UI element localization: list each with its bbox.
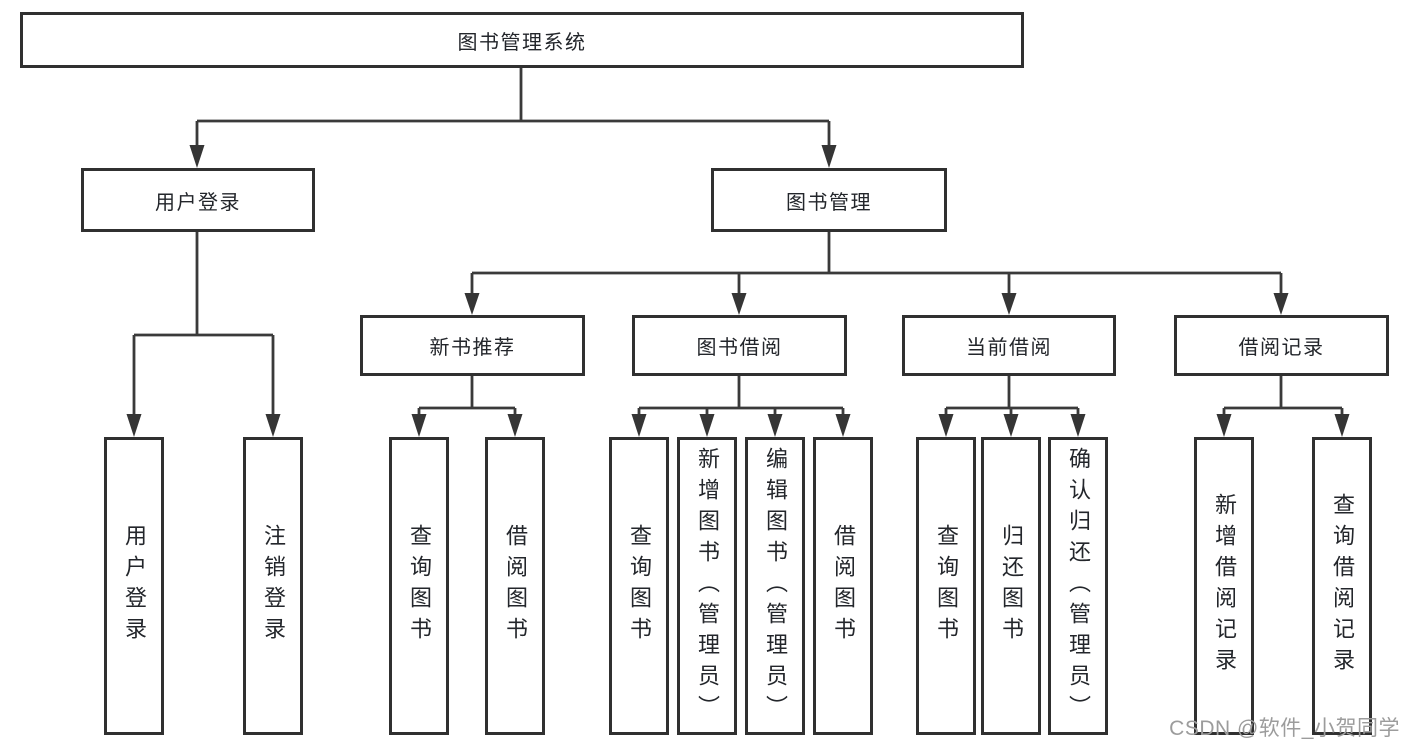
leaf-query-books-3: 查询图书 (916, 437, 976, 735)
leaf-query-books-3-label: 查询图书 (934, 524, 959, 648)
leaf-borrow-books-2-label: 借阅图书 (831, 524, 856, 648)
node-user-login-label: 用户登录 (155, 191, 241, 214)
node-root: 图书管理系统 (20, 12, 1024, 68)
leaf-confirm-return-admin: 确认归还（管理员） (1048, 437, 1108, 735)
node-borrow-record-label: 借阅记录 (1238, 337, 1325, 359)
node-borrow-record: 借阅记录 (1174, 315, 1389, 376)
leaf-query-borrow-record: 查询借阅记录 (1312, 437, 1372, 735)
node-new-book-recommend-label: 新书推荐 (429, 337, 516, 359)
leaf-query-books-1-label: 查询图书 (407, 524, 432, 648)
node-book-borrow: 图书借阅 (632, 315, 847, 376)
leaf-borrow-books-1-label: 借阅图书 (503, 524, 528, 648)
leaf-add-books-admin: 新增图书（管理员） (677, 437, 737, 735)
leaf-add-borrow-record-label: 新增借阅记录 (1212, 493, 1237, 679)
node-root-label: 图书管理系统 (457, 31, 587, 54)
node-book-management-label: 图书管理 (786, 191, 872, 214)
leaf-logout-label: 注销登录 (261, 524, 286, 648)
leaf-return-books-label: 归还图书 (999, 524, 1024, 648)
leaf-user-login-label: 用户登录 (122, 524, 147, 648)
leaf-user-login: 用户登录 (104, 437, 164, 735)
leaf-confirm-return-admin-label: 确认归还（管理员） (1066, 446, 1091, 726)
leaf-query-books-2: 查询图书 (609, 437, 669, 735)
leaf-query-books-2-label: 查询图书 (627, 524, 652, 648)
leaf-edit-books-admin: 编辑图书（管理员） (745, 437, 805, 735)
node-book-management: 图书管理 (711, 168, 947, 232)
leaf-borrow-books-1: 借阅图书 (485, 437, 545, 735)
node-user-login: 用户登录 (81, 168, 315, 232)
node-new-book-recommend: 新书推荐 (360, 315, 585, 376)
leaf-borrow-books-2: 借阅图书 (813, 437, 873, 735)
leaf-edit-books-admin-label: 编辑图书（管理员） (763, 446, 788, 726)
leaf-query-borrow-record-label: 查询借阅记录 (1330, 493, 1355, 679)
leaf-add-borrow-record: 新增借阅记录 (1194, 437, 1254, 735)
leaf-query-books-1: 查询图书 (389, 437, 449, 735)
node-book-borrow-label: 图书借阅 (696, 337, 783, 359)
watermark-text: CSDN @软件_小贺同学 (1169, 717, 1400, 740)
node-current-borrow: 当前借阅 (902, 315, 1116, 376)
leaf-add-books-admin-label: 新增图书（管理员） (695, 446, 720, 726)
leaf-logout: 注销登录 (243, 437, 303, 735)
leaf-return-books: 归还图书 (981, 437, 1041, 735)
node-current-borrow-label: 当前借阅 (966, 337, 1052, 359)
